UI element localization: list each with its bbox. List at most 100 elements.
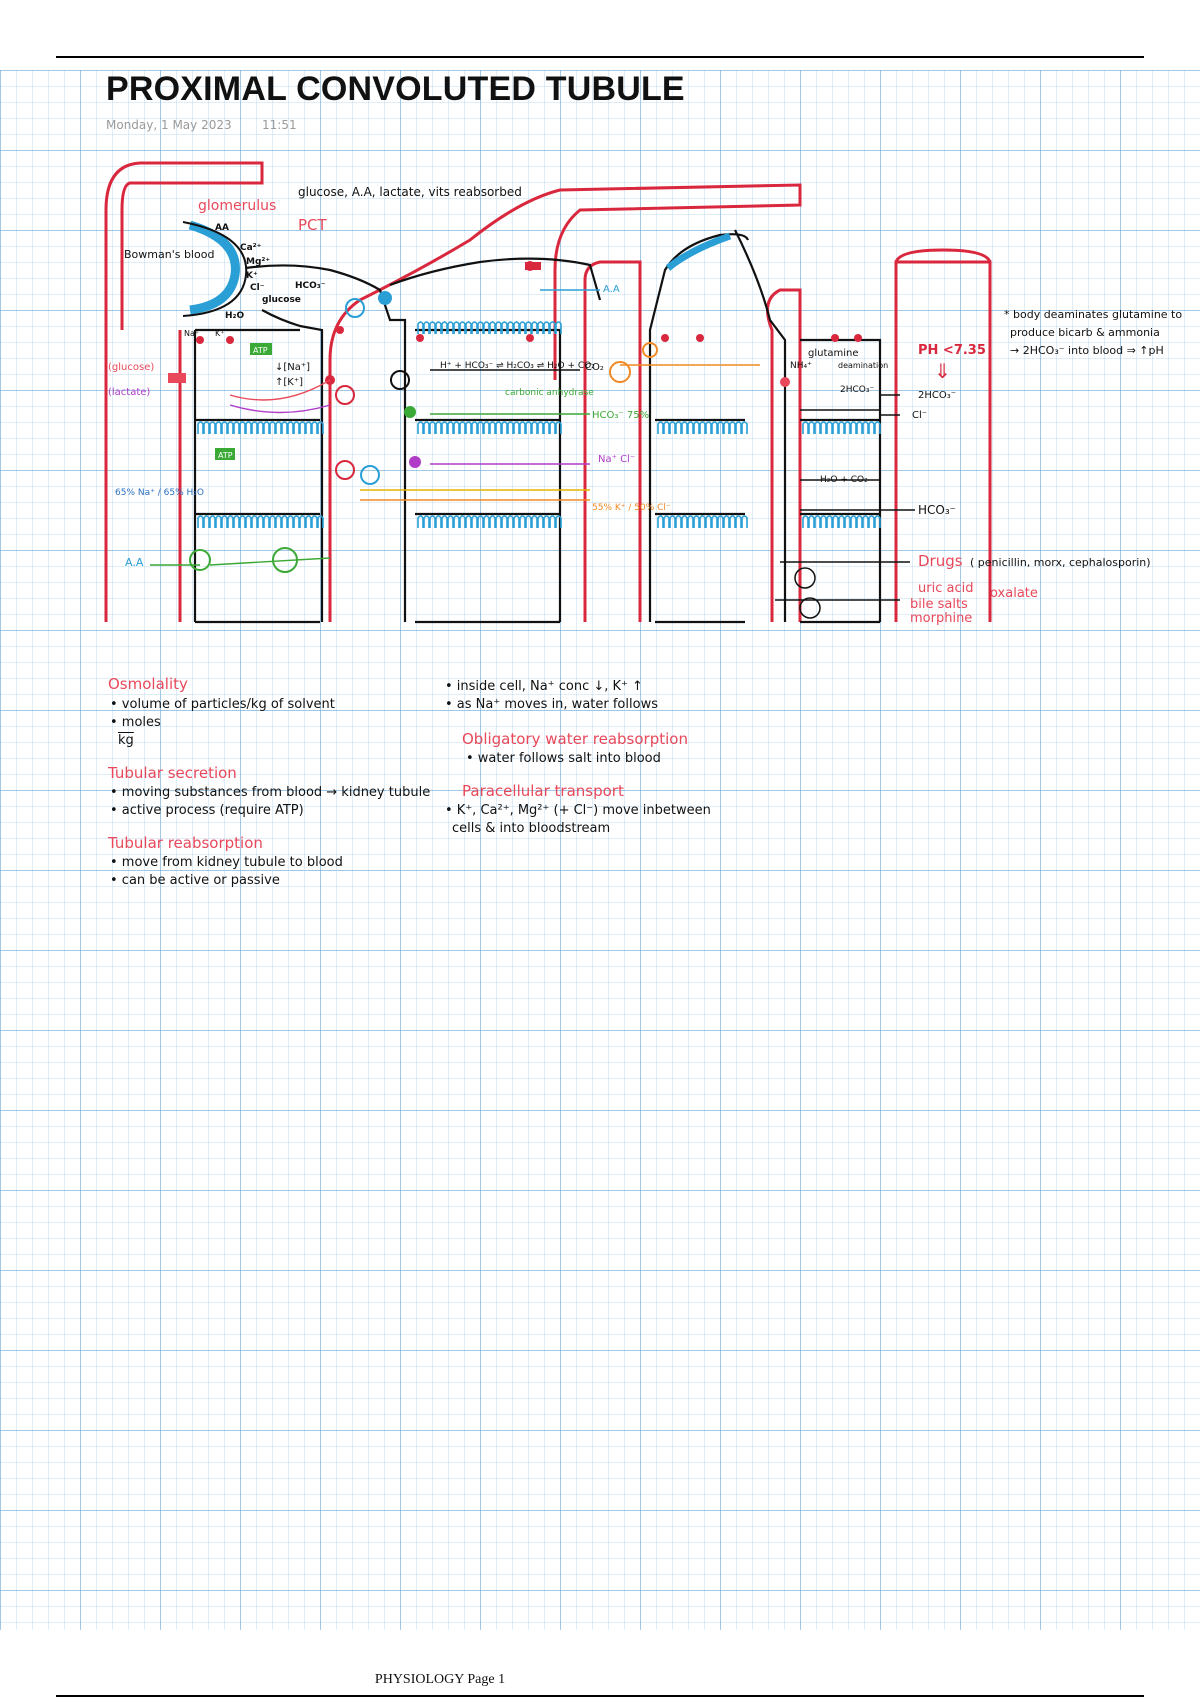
tubular-reabsorption-line-1: • move from kidney tubule to blood <box>110 855 343 870</box>
glucose-blood-label: (glucose) <box>108 362 154 373</box>
microvillus <box>423 421 430 434</box>
microvillus <box>832 515 839 528</box>
microvillus <box>251 421 258 434</box>
microvillus <box>465 321 472 334</box>
microvillus <box>705 515 712 528</box>
microvillus <box>675 421 682 434</box>
microvillus <box>868 515 875 528</box>
k-label-1: K⁺ <box>215 329 224 338</box>
microvillus <box>519 421 526 434</box>
paracellular-line-2: cells & into bloodstream <box>452 821 611 836</box>
microvillus <box>435 321 442 334</box>
side-note-1: * body deaminates glutamine to <box>1004 308 1182 321</box>
microvillus <box>729 421 736 434</box>
microvillus <box>693 515 700 528</box>
loop-membrane <box>665 232 732 271</box>
filtrate-ca: Ca²⁺ <box>240 243 262 253</box>
co2-label: CO₂ <box>585 362 604 373</box>
microvillus <box>543 421 550 434</box>
microvillus <box>525 421 532 434</box>
microvillus <box>525 515 532 528</box>
microvillus <box>543 321 550 334</box>
microvillus <box>317 515 324 528</box>
microvillus <box>657 421 664 434</box>
na-cl-label: Na⁺ Cl⁻ <box>598 454 635 465</box>
microvillus <box>856 421 863 434</box>
oxalate-label: oxalate <box>990 586 1038 601</box>
transporters <box>168 262 821 619</box>
filtrate-aa: AA <box>215 223 229 233</box>
microvillus <box>519 515 526 528</box>
microvillus <box>874 515 881 528</box>
glomerulus-outline <box>182 221 248 317</box>
obligatory-heading: Obligatory water reabsorption <box>462 730 688 748</box>
microvillus <box>850 515 857 528</box>
microvillus <box>808 515 815 528</box>
microvillus <box>275 515 282 528</box>
carbonic-anhydrase: carbonic anhydrase <box>505 388 594 398</box>
microvillus <box>687 515 694 528</box>
microvillus <box>471 515 478 528</box>
microvillus <box>669 421 676 434</box>
osmolality-line-2: • moles <box>110 715 161 730</box>
microvillus <box>531 321 538 334</box>
microvillus <box>275 421 282 434</box>
microvillus <box>263 421 270 434</box>
microvillus <box>263 515 270 528</box>
microvillus <box>233 421 240 434</box>
microvillus <box>257 421 264 434</box>
microvillus <box>441 421 448 434</box>
microvillus <box>257 515 264 528</box>
microvillus <box>868 421 875 434</box>
inside-cell-line-1: • inside cell, Na⁺ conc ↓, K⁺ ↑ <box>445 679 643 694</box>
microvillus <box>693 421 700 434</box>
transport-arrows <box>150 289 915 601</box>
right-capillary <box>766 288 802 622</box>
microvillus <box>513 321 520 334</box>
microvillus <box>675 515 682 528</box>
microvillus <box>507 515 514 528</box>
drugs-note: ( penicillin, morx, cephalosporin) <box>970 556 1151 569</box>
microvillus <box>711 515 718 528</box>
microvillus <box>269 421 276 434</box>
microvillus <box>417 321 424 334</box>
microvillus <box>447 421 454 434</box>
microvillus <box>293 421 300 434</box>
atp-label-1: ATP <box>253 346 268 355</box>
filtrate-mg: Mg²⁺ <box>246 257 270 267</box>
red-dots <box>196 261 862 344</box>
microvillus <box>519 321 526 334</box>
microvillus <box>717 515 724 528</box>
glomerulus-label: glomerulus <box>198 198 276 214</box>
tubule-walls <box>193 229 882 624</box>
microvillus <box>741 515 748 528</box>
microvillus <box>221 515 228 528</box>
microvillus <box>717 421 724 434</box>
microvillus <box>729 515 736 528</box>
microvillus <box>802 421 809 434</box>
microvillus <box>735 515 742 528</box>
microvillus <box>537 421 544 434</box>
microvillus <box>209 515 216 528</box>
microvillus <box>417 421 424 434</box>
deamination-label: deamination <box>838 361 888 370</box>
microvillus <box>537 515 544 528</box>
microvillus <box>814 421 821 434</box>
microvillus <box>657 515 664 528</box>
reabsorbed-label: glucose, A.A, lactate, vits reabsorbed <box>298 185 522 199</box>
microvillus <box>305 421 312 434</box>
microvillus <box>203 421 210 434</box>
microvillus <box>197 515 204 528</box>
microvillus <box>447 515 454 528</box>
arch-vessel-inner <box>583 260 642 622</box>
microvillus <box>663 421 670 434</box>
hco3-blood-2: HCO₃⁻ <box>918 503 956 517</box>
filtrate-cl: Cl⁻ <box>250 283 265 293</box>
aa-label-2: A.A <box>603 284 620 295</box>
page-footer: PHYSIOLOGY Page 1 <box>374 1672 506 1687</box>
top-rule <box>56 56 1144 58</box>
microvillus <box>495 321 502 334</box>
microvillus <box>293 515 300 528</box>
ph-label: PH <7.35 <box>918 343 986 358</box>
bile-salts-label: bile salts <box>910 597 968 612</box>
